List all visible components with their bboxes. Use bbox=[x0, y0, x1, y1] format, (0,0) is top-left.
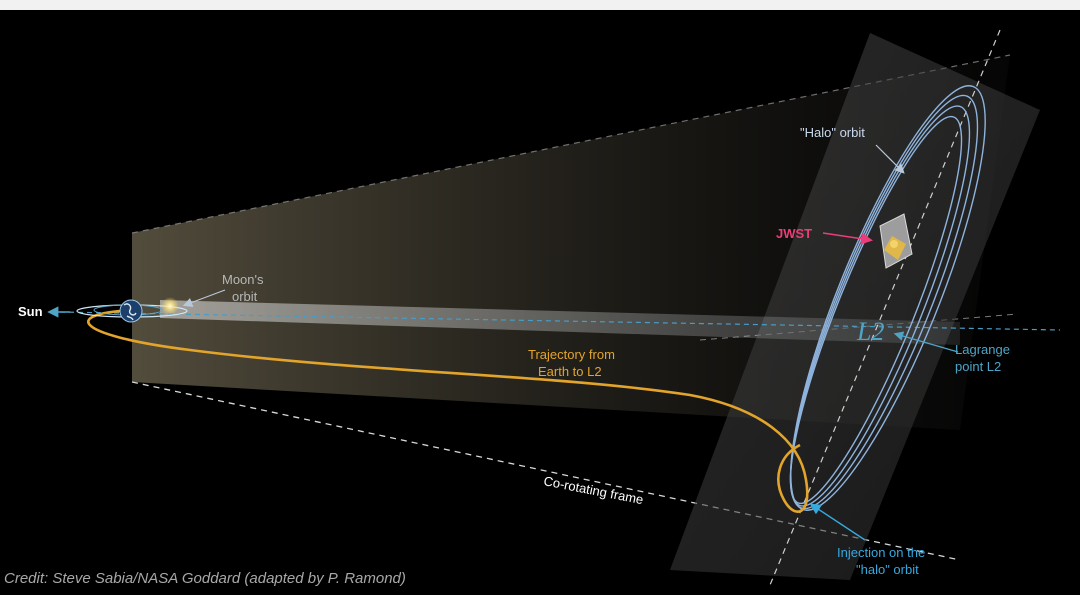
moon-orbit-label-line2: orbit bbox=[232, 289, 258, 304]
injection-pointer bbox=[809, 503, 866, 541]
moon-orbit-label-line1: Moon's bbox=[222, 272, 264, 287]
earth-l2-trajectory bbox=[87, 308, 809, 513]
moon-orbit-pointer bbox=[182, 289, 226, 307]
halo-orbit-loops bbox=[789, 85, 986, 511]
jwst-spacecraft-icon bbox=[879, 213, 913, 269]
l2-mark: L2 bbox=[856, 317, 884, 346]
halo-orbit-plane bbox=[670, 33, 1040, 580]
trajectory-label-line1: Trajectory from bbox=[528, 347, 615, 362]
injection-label-line1: Injection on the bbox=[837, 545, 925, 560]
corotating-frame-label: Co-rotating frame bbox=[542, 473, 644, 507]
trajectory-label-line2: Earth to L2 bbox=[538, 364, 602, 379]
halo-orbit-pointer bbox=[875, 144, 905, 174]
jwst-pointer bbox=[822, 232, 873, 245]
earth-icon bbox=[119, 299, 143, 323]
lagrange-label-line2: point L2 bbox=[955, 359, 1001, 374]
halo-orbit-label: "Halo" orbit bbox=[800, 125, 865, 140]
diagram-scene: Sun Moon's orbit "Halo" orbit JWST L2 La… bbox=[0, 10, 1080, 595]
credit-caption: Credit: Steve Sabia/NASA Goddard (adapte… bbox=[4, 570, 406, 587]
injection-label-line2: "halo" orbit bbox=[856, 562, 919, 577]
sun-beam bbox=[160, 300, 960, 345]
lagrange-pointer bbox=[893, 331, 959, 353]
lagrange-label-line1: Lagrange bbox=[955, 342, 1010, 357]
moon-dot bbox=[161, 297, 179, 315]
sun-label: Sun bbox=[18, 304, 43, 319]
jwst-label: JWST bbox=[776, 226, 812, 241]
sun-l2-axis bbox=[59, 311, 1061, 331]
orbit-diagram: Sun Moon's orbit "Halo" orbit JWST L2 La… bbox=[18, 29, 1061, 586]
